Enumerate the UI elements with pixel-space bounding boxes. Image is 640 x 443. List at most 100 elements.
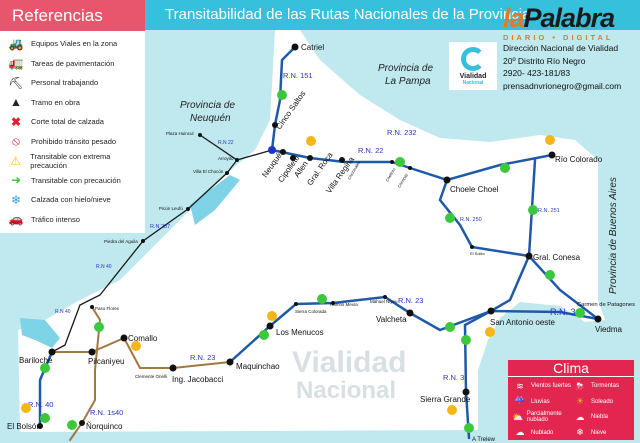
green-arrow-icon	[94, 322, 104, 332]
label: Ñorquinco	[86, 422, 123, 431]
label: Nieve	[591, 429, 607, 436]
route-151	[270, 45, 297, 152]
town-dots	[37, 43, 602, 429]
label: R.N. 232	[387, 128, 417, 137]
green-arrow-icon	[259, 330, 269, 340]
label: Nacional	[296, 377, 396, 404]
label: Piedra del Aguila	[104, 239, 138, 244]
label: R.N. 3	[550, 307, 576, 317]
label: Parcialmente nublado	[526, 411, 562, 424]
partly-cloudy-icon: ⛅	[512, 411, 524, 422]
label: Choele Choel	[450, 185, 499, 194]
green-arrow-icon	[464, 423, 474, 433]
green-arrow-icon	[40, 363, 50, 373]
traffic-icon: 🚗	[8, 212, 24, 227]
label: R.N. 23	[398, 296, 423, 305]
label: Palabra	[523, 3, 616, 33]
label: Ing. Jacobacci	[172, 375, 223, 384]
snow-icon: ❄	[576, 427, 584, 438]
label: Ramos Mexía	[330, 302, 358, 307]
rain-icon: ☔	[514, 396, 526, 407]
page-title: Transitabilidad de las Rutas Nacionales …	[165, 6, 531, 23]
label: Pilcaniyeu	[88, 357, 124, 366]
watermark: Vialidad Nacional	[292, 346, 407, 404]
label: Mahuel Niyeu	[370, 299, 398, 304]
green-arrow-icon	[395, 157, 405, 167]
worker-icon: ⛏	[8, 75, 24, 90]
green-arrow-icon	[500, 163, 510, 173]
label: A Trelew	[472, 437, 496, 443]
wind-icon: ≋	[516, 380, 524, 391]
label: la	[503, 3, 525, 33]
route-23-east	[228, 295, 493, 364]
label: R.N. 23	[190, 353, 215, 362]
label: R.N. 151	[283, 71, 313, 80]
label: Villa El Chocón	[193, 169, 224, 174]
route-23-west	[51, 336, 231, 369]
label: Provincia de	[180, 100, 235, 111]
label: Bariloche	[19, 356, 53, 365]
label: Tormentas	[591, 383, 620, 390]
label: 20º Distrito Río Negro	[503, 55, 586, 66]
green-arrow-icon	[575, 308, 585, 318]
email: prensadnvrionegro@gmail.com	[503, 80, 622, 91]
cross-icon: ✖	[10, 114, 22, 129]
label: Neuquén	[190, 113, 231, 124]
green-arrow-icon	[445, 322, 455, 332]
label: 2920- 423-181/83	[503, 68, 571, 78]
label: Catriel	[301, 43, 324, 52]
label: Equipos Viales en la zona	[31, 39, 118, 49]
label: Los Menucos	[276, 328, 324, 337]
province-labels: Provincia de La Pampa Provincia de Neuqu…	[180, 63, 619, 294]
warning-icon: ⚠	[10, 153, 21, 168]
label: Viedma	[595, 325, 623, 334]
fog-icon: ☁	[575, 411, 585, 422]
label: DIARIO • DIGITAL	[503, 33, 614, 42]
label: Clima	[508, 360, 634, 377]
green-arrow-icon	[67, 420, 77, 430]
legend-item: ⛏ Personal trabajando	[0, 73, 145, 93]
label: Vialidad	[292, 346, 407, 379]
label: Paso Flores	[95, 306, 120, 311]
green-arrow-icon	[528, 205, 538, 215]
label: R.N 40	[55, 309, 71, 315]
label: Arroyito	[218, 156, 234, 161]
label: Picún Leufú	[159, 206, 183, 211]
label: Provincia de Buenos Aires	[608, 177, 619, 294]
route-labels: R.N. 151 R.N 22 R.N. 22 R.N. 232 R.N. 25…	[28, 71, 576, 417]
label: Tramo en obra	[31, 97, 80, 107]
green-arrow-icon	[40, 413, 50, 423]
label: R.N. 250	[460, 217, 482, 223]
label: Tareas de pavimentación	[31, 58, 115, 68]
legend-item: ▲Tramo en obra	[0, 93, 145, 113]
label: Nacional	[462, 80, 484, 86]
label: R.N 40	[96, 264, 112, 270]
green-arrow-icon	[445, 213, 455, 223]
label: Tráfico intenso	[31, 214, 80, 224]
reservoir	[190, 175, 240, 225]
label: Maquinchao	[236, 362, 280, 371]
status-markers	[21, 90, 585, 433]
label: R.N. 22	[358, 146, 383, 155]
green-arrow-icon	[277, 90, 287, 100]
label: R.N. 251	[538, 208, 560, 214]
label: Personal trabajando	[31, 78, 99, 88]
legend-title: Referencias	[0, 0, 145, 31]
label: Provincia de	[378, 63, 433, 74]
label: Transitable con precaución	[31, 175, 121, 185]
no-trucks-icon: ⦸	[12, 133, 20, 148]
contact-info: Dirección Nacional de Vialidad 20º Distr…	[503, 42, 621, 92]
header-bar	[145, 0, 640, 30]
label: R.N. 40	[28, 400, 53, 409]
green-arrow-icon	[461, 335, 471, 345]
label: Dirección Nacional de Vialidad	[503, 43, 619, 53]
label: Comallo	[128, 334, 158, 343]
label: Plaza Huincul	[166, 131, 194, 136]
label: San Antonio oeste	[490, 318, 555, 327]
legend-item: ⦸Prohibido tránsito pesado	[0, 132, 145, 152]
label: Valcheta	[376, 315, 407, 324]
label: Corte total de calzada	[31, 117, 104, 127]
label: Soleado	[591, 398, 614, 405]
